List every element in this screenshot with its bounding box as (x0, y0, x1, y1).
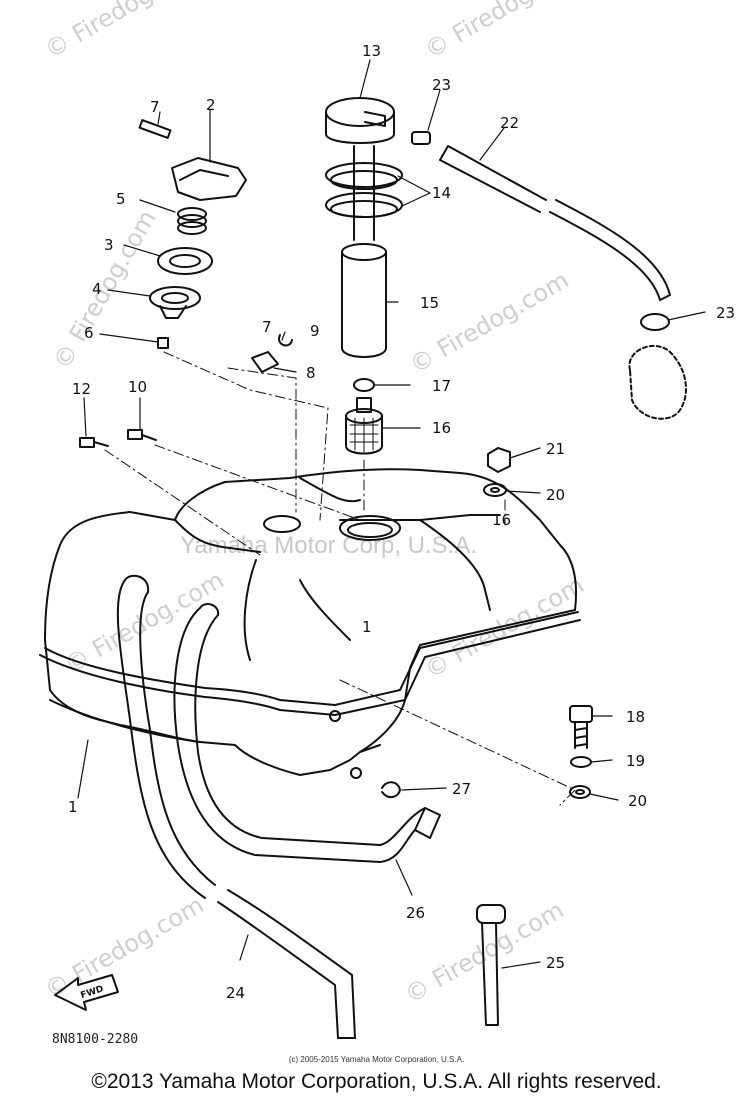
part-18-bolt (569, 705, 593, 749)
callout-1: 1 (68, 798, 78, 816)
part-8-grommet (251, 351, 279, 373)
callout-9: 9 (310, 322, 320, 340)
hose-24 (116, 574, 356, 1039)
fuel-tank-exploded-diagram: 1 2 3 4 5 6 7 7 8 9 10 1 12 13 14 15 16 … (39, 42, 735, 1039)
callout-14: 14 (432, 184, 451, 202)
callout-10: 10 (128, 378, 147, 396)
part-19-washer (570, 756, 592, 768)
part-23-clamp-top (411, 131, 431, 145)
assembly-lines (104, 351, 576, 806)
part-2-cap-lock (171, 157, 247, 201)
callout-15: 15 (420, 294, 439, 312)
callout-16b: 16 (492, 511, 511, 529)
part-16-filter (345, 397, 383, 455)
part-5-spring (177, 207, 207, 235)
part-23-clamp (640, 313, 670, 331)
part-13-sender-cap (325, 97, 395, 144)
part-3-gasket (157, 247, 213, 275)
hose-26 (173, 603, 441, 863)
footer-copyright: ©2013 Yamaha Motor Corporation, U.S.A. A… (91, 1070, 662, 1093)
part-21-nut (487, 447, 511, 473)
part-25-strap (476, 904, 506, 1026)
callout-20a: 20 (546, 486, 565, 504)
part-20-washer-a (483, 483, 507, 497)
callout-25: 25 (546, 954, 565, 972)
part-22-hose (439, 145, 671, 301)
callout-23a: 23 (432, 76, 451, 94)
leader-lines (77, 59, 706, 969)
diagram-code: 8N8100-2280 (52, 1032, 139, 1047)
callout-11: 1 (362, 618, 372, 636)
callout-21: 21 (546, 440, 565, 458)
callout-23b: 23 (716, 304, 735, 322)
part-4-seal (149, 286, 201, 319)
callout-3: 3 (104, 236, 114, 254)
callout-27: 27 (452, 780, 471, 798)
callout-16: 16 (432, 419, 451, 437)
part-14-rings (325, 162, 403, 218)
part-17-clip (353, 378, 375, 392)
fuel-tank (39, 468, 581, 779)
callout-17: 17 (432, 377, 451, 395)
callout-2: 2 (206, 96, 216, 114)
part-10-bolt (127, 429, 157, 441)
canister (628, 345, 687, 420)
callout-24: 24 (226, 984, 245, 1002)
callout-18: 18 (626, 708, 645, 726)
callout-20b: 20 (628, 792, 647, 810)
part-12-bolt (79, 437, 109, 448)
callout-22: 22 (500, 114, 519, 132)
callout-19: 19 (626, 752, 645, 770)
callout-4: 4 (92, 280, 102, 298)
small-copyright: (c) 2005-2015 Yamaha Motor Corporation, … (288, 1055, 465, 1064)
callout-12: 12 (72, 380, 91, 398)
part-6-bolt (157, 337, 169, 349)
callout-13: 13 (362, 42, 381, 60)
callout-5: 5 (116, 190, 126, 208)
part-20-washer-b (569, 785, 591, 799)
fwd-arrow (54, 974, 119, 1011)
callout-8: 8 (306, 364, 316, 382)
callout-26: 26 (406, 904, 425, 922)
callout-7b: 7 (262, 318, 272, 336)
part-27-clip (381, 781, 401, 798)
part-9-clip (278, 334, 293, 347)
callout-6: 6 (84, 324, 94, 342)
part-7-pin (138, 119, 172, 139)
part-15-gauge (341, 145, 387, 358)
callout-7: 7 (150, 98, 160, 116)
